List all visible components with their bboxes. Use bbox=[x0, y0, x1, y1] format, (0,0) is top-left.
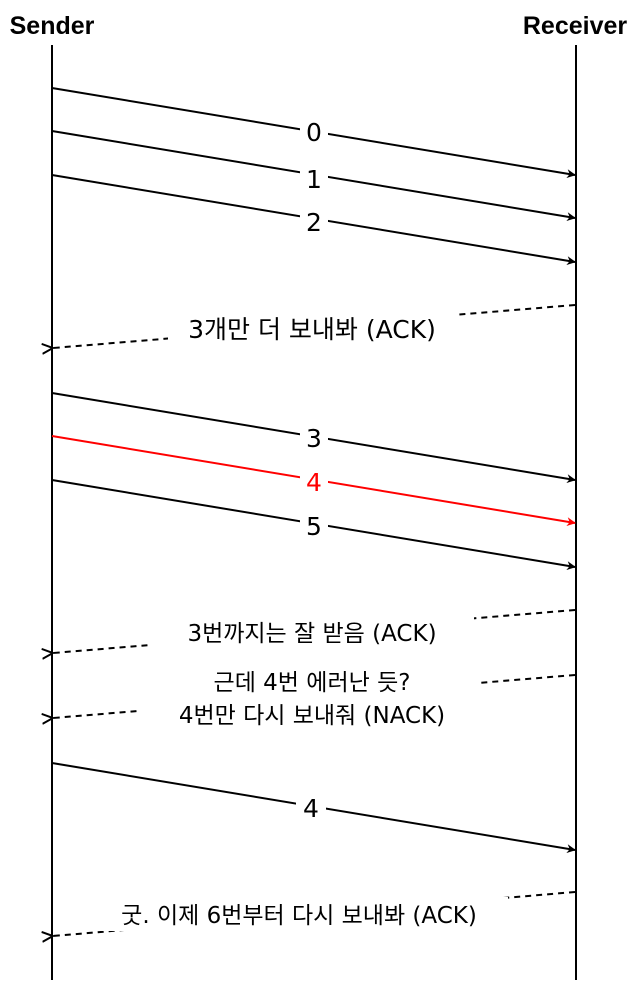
message-label-0: 0 bbox=[306, 118, 322, 147]
message-label-bg bbox=[300, 118, 328, 146]
message-label-bg bbox=[300, 468, 328, 496]
message-label-bg bbox=[168, 312, 456, 346]
sender-title: Sender bbox=[10, 12, 95, 40]
message-label-1: 1 bbox=[306, 165, 322, 194]
message-label-2: 2 bbox=[306, 208, 322, 237]
nack-label-line-2: 4번만 다시 보내줘 (NACK) bbox=[179, 703, 445, 729]
ack-label-1: 3개만 더 보내봐 (ACK) bbox=[188, 315, 436, 344]
message-label-4-resend: 4 bbox=[303, 794, 319, 823]
ack-label-2: 3번까지는 잘 받음 (ACK) bbox=[187, 621, 436, 647]
message-label-4-error: 4 bbox=[306, 468, 322, 497]
message-label-bg bbox=[90, 897, 508, 931]
message-label-bg bbox=[300, 165, 328, 193]
message-label-bg bbox=[140, 664, 478, 734]
message-label-5: 5 bbox=[306, 512, 322, 541]
nack-label-line-1: 근데 4번 에러난 듯? bbox=[214, 670, 411, 696]
message-label-bg bbox=[296, 794, 326, 822]
ack-label-3: 굿. 이제 6번부터 다시 보내봐 (ACK) bbox=[121, 903, 477, 929]
message-label-bg bbox=[300, 424, 328, 452]
message-label-bg bbox=[300, 208, 328, 236]
message-label-3: 3 bbox=[306, 424, 322, 453]
receiver-title: Receiver bbox=[523, 12, 628, 40]
message-label-bg bbox=[300, 512, 328, 540]
message-label-bg bbox=[150, 616, 474, 648]
